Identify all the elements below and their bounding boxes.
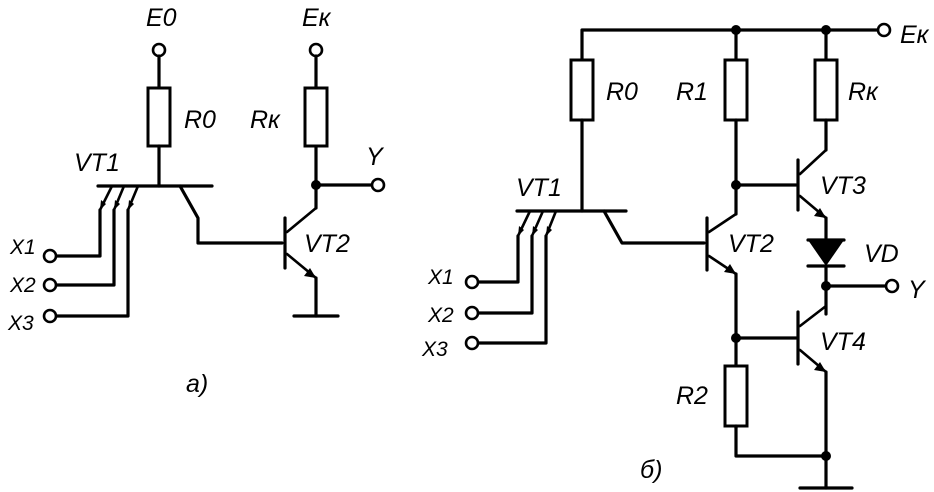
r1-resistor [723,58,749,122]
input-x3-terminal-b [464,335,480,351]
input-x2-terminal-b [464,305,480,321]
ek-terminal-b [876,22,892,38]
label-vt2-a: VT2 [304,230,350,258]
label-r2: R2 [676,382,708,410]
label-ek-a: Eк [302,4,332,32]
label-vd: VD [864,240,899,268]
label-r0-b: R0 [606,78,638,106]
output-y-terminal-a [370,177,386,193]
vd-diode [808,240,844,266]
diagram-b: Eк R0 R1 Rк VT1 VT2 VT3 VD Y VT4 R2 X1 X… [421,21,930,490]
label-vt1-a: VT1 [74,149,120,177]
r2-resistor [723,364,749,428]
input-x1-terminal [42,248,58,264]
label-x3-a: X3 [7,312,34,335]
label-vt4: VT4 [820,328,866,356]
label-vt2-b: VT2 [728,230,774,258]
label-r0-a: R0 [184,106,216,134]
label-e0: E0 [146,4,177,32]
label-rk-a: Rк [250,106,281,134]
input-x3-terminal [42,308,58,324]
e0-terminal [151,42,167,58]
ek-terminal-a [308,42,324,58]
r0-resistor-b [569,58,595,122]
r0-resistor [146,86,172,148]
caption-b: б) [640,456,662,484]
label-rk-b: Rк [848,78,879,106]
input-x2-terminal [42,277,58,293]
rk-resistor-b [813,58,839,122]
diagram-a: E0 Eк R0 Rк VT1 VT2 Y X1 X2 X3 a) [7,4,386,398]
output-y-terminal-b [884,278,900,294]
label-ek-b: Eк [900,21,930,49]
label-x2-a: X2 [9,274,36,297]
label-x3-b: X3 [421,338,448,361]
label-y-b: Y [908,276,927,304]
label-x1-b: X1 [427,266,454,289]
rk-resistor-a [303,86,329,148]
label-vt1-b: VT1 [516,174,562,202]
label-x1-a: X1 [9,236,36,259]
label-x2-b: X2 [427,304,454,327]
label-y-a: Y [366,143,385,171]
input-x1-terminal-b [464,274,480,290]
caption-a: a) [186,370,208,398]
label-r1: R1 [676,78,708,106]
label-vt3: VT3 [820,172,866,200]
